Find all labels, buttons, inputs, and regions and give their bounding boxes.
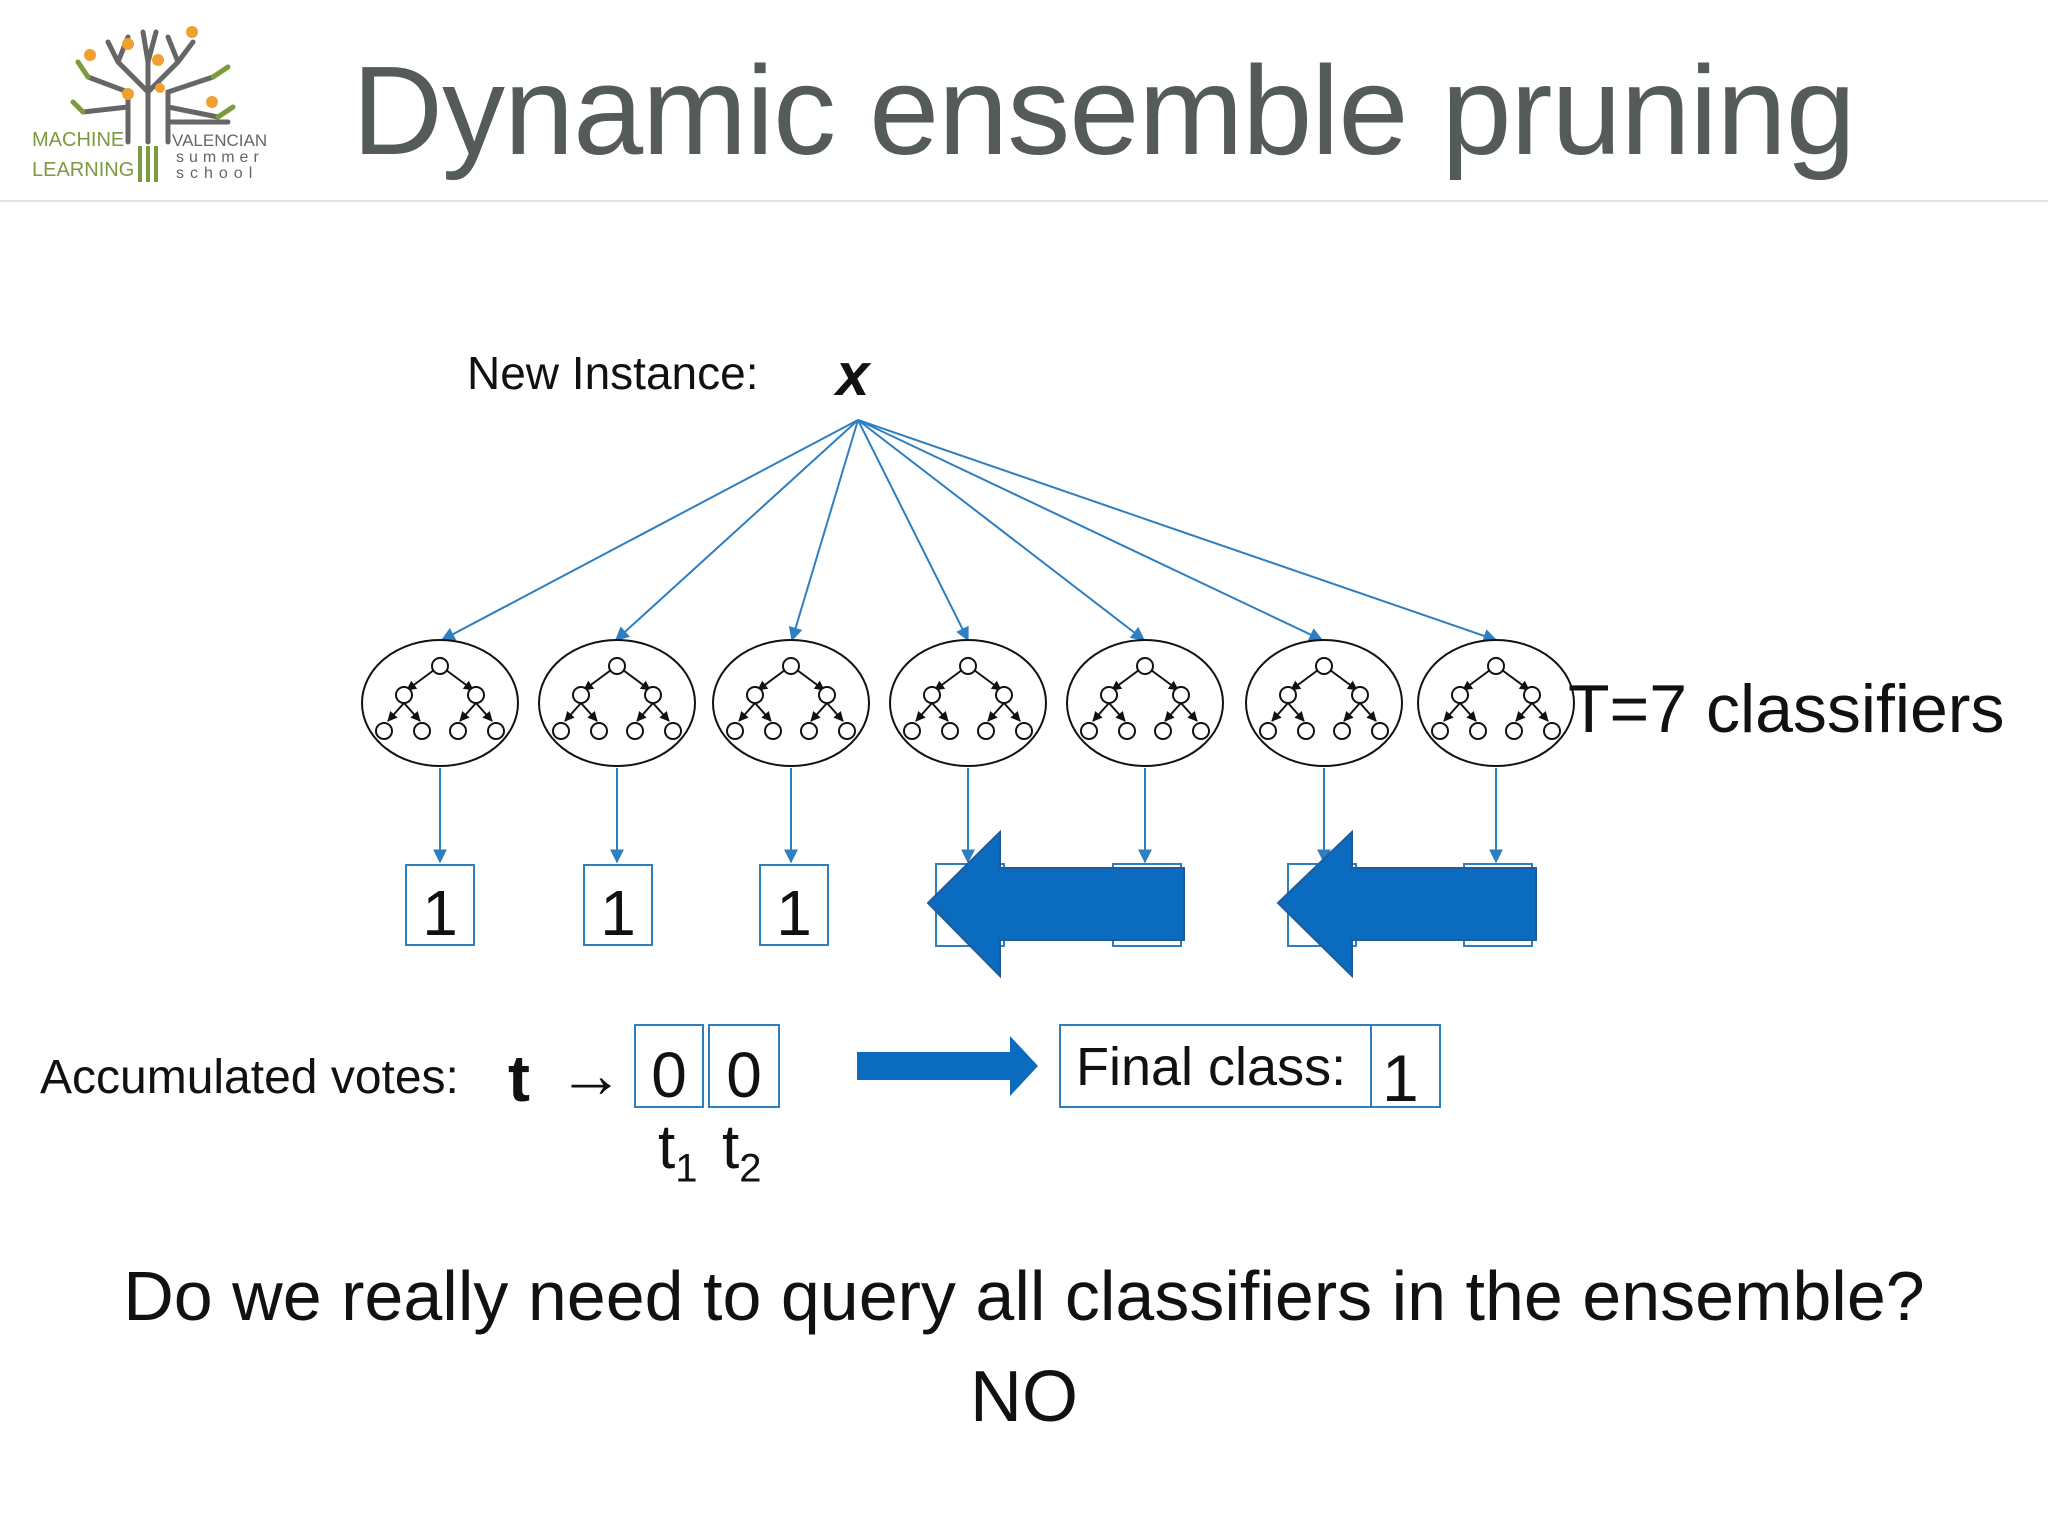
answer-text: NO [970,1357,1078,1437]
index-subscript: 2 [739,1146,762,1191]
vote-value: 1 [422,877,458,949]
classifier-7 [1417,639,1575,767]
right-arrow-icon [857,1036,1038,1096]
final-class-box [1059,1024,1441,1108]
count-box: 0 [634,1024,704,1111]
logo: MACHINE LEARNING VALENCIAN summer school [32,26,267,182]
question-text: Do we really need to query all classifie… [123,1257,1925,1335]
count-index-label: t2 [722,1112,761,1191]
accumulated-votes-label: Accumulated votes: [40,1051,459,1104]
count-value: 0 [651,1039,687,1111]
logo-text-learning: LEARNING [32,159,134,181]
logo-text-machine: MACHINE [32,129,124,151]
page-title: Dynamic ensemble pruning [352,40,1856,181]
instance-symbol: x [836,341,870,408]
final-class-divider [1370,1024,1372,1108]
vote-box: 1 [759,864,829,949]
logo-text-summer: summer [176,149,264,166]
final-class-label: Final class: [1076,1037,1347,1097]
right-arrow-glyph: → [558,1037,624,1111]
classifier-count-label: T=7 classifiers [1568,671,2005,747]
classifier-3 [712,639,870,767]
left-arrow-icon [926,829,1185,979]
logo-text-school: school [176,165,258,182]
instance-arrows [440,419,1498,643]
tree-fruits [84,26,218,108]
vote-arrows [433,768,1503,864]
vote-box: 1 [405,864,475,949]
left-arrow-icon [1276,829,1537,979]
header-divider [0,200,2048,202]
final-class-value: 1 [1382,1041,1419,1115]
vote-value: 1 [776,877,812,949]
count-value: 0 [726,1039,762,1111]
classifier-6 [1245,639,1403,767]
vote-value: 1 [600,877,636,949]
index-letter: t [658,1113,676,1182]
logo-text-valencian: VALENCIAN [172,131,267,150]
count-box: 0 [708,1024,780,1111]
index-subscript: 1 [675,1146,698,1191]
votes-vector-symbol: t [508,1041,530,1115]
count-index-label: t1 [658,1112,697,1191]
vote-box: 1 [583,864,653,949]
classifier-4 [889,639,1047,767]
new-instance-label: New Instance: [467,347,759,399]
index-letter: t [722,1113,740,1182]
classifier-2 [538,639,696,767]
classifier-5 [1066,639,1224,767]
classifier-1 [361,639,519,767]
